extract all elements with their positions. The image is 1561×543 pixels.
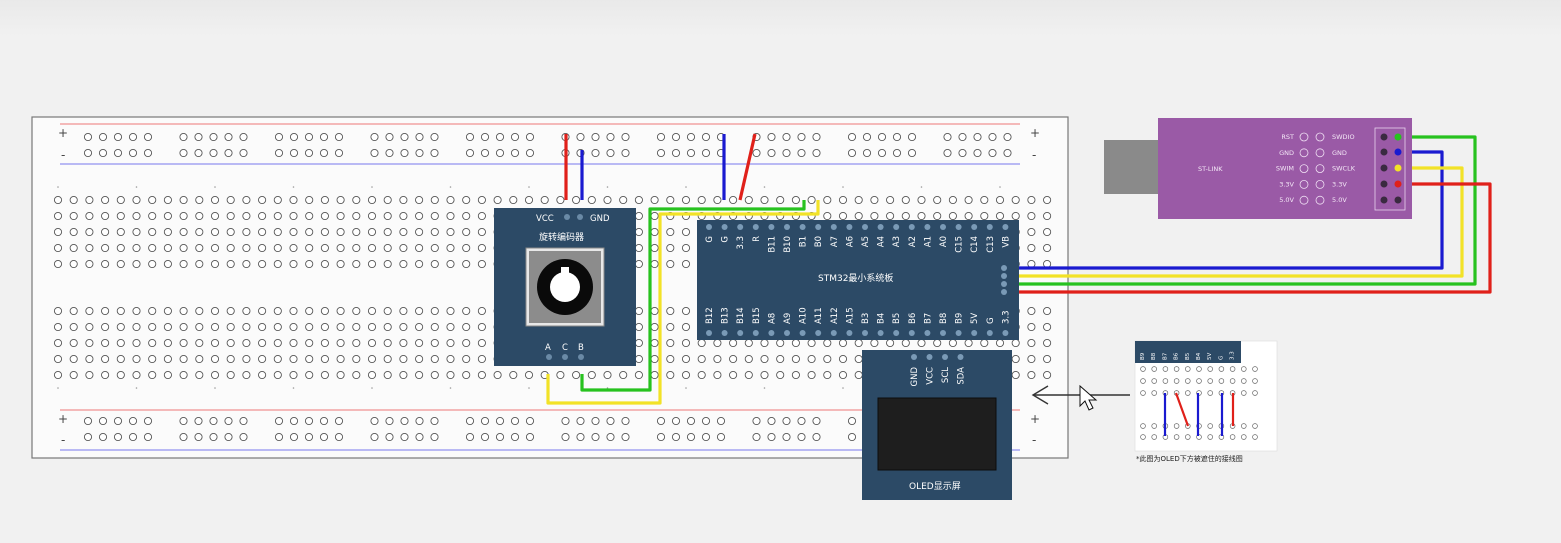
wire-green-encoder-b	[580, 200, 806, 392]
rail-plus-bl: +	[58, 412, 68, 426]
stm32-bottom-pin-10: B3	[861, 313, 871, 324]
inset-header-pin-1: B8	[1151, 352, 1157, 360]
rail-minus-tr: -	[1032, 148, 1036, 162]
inset-wiring-diagram: B9 B8 B7 B6 B5 B4 5V G 3.3 *此图为OLED下方被遮住的接线图	[1134, 340, 1278, 463]
stm32-top-pin-8: A7	[830, 236, 840, 247]
stm32-top-pin-2: 3.3	[736, 236, 746, 250]
usb-right-label-2: SWCLK	[1332, 165, 1356, 173]
stm32-top-pin-10: A5	[861, 236, 871, 247]
stm32-bottom-pin-5: A9	[783, 313, 793, 324]
wires	[546, 133, 1492, 405]
usb-left-label-1: GND	[1279, 149, 1294, 157]
oled-pin-1: VCC	[926, 367, 936, 385]
oled-module: GND VCC SCL SDA OLED显示屏	[862, 350, 1012, 500]
stm32-top-pin-17: C14	[970, 236, 980, 253]
stm32-bottom-pin-6: A10	[799, 307, 809, 324]
inset-caption: *此图为OLED下方被遮住的接线图	[1136, 454, 1243, 463]
encoder-vcc-label: VCC	[536, 214, 554, 224]
rotary-encoder-module: VCC GND 旋转编码器 A C B	[494, 208, 636, 366]
encoder-pin-c: C	[562, 343, 568, 353]
mouse-cursor-icon	[1079, 384, 1098, 411]
stm32-bottom-pin-13: B6	[908, 313, 918, 324]
wire-red-stm-33	[738, 133, 757, 201]
stm32-top-pin-15: A0	[939, 236, 949, 247]
stm32-top-pin-7: B0	[814, 236, 824, 247]
inset-header-pin-7: G	[1218, 356, 1224, 360]
stm32-top-pin-5: B10	[783, 236, 793, 253]
stlink-dongle: ST-LINK RST GND SWIM 3.3V 5.0V SWDIO GND SWCLK 3…	[1104, 118, 1412, 219]
rail-plus-br: +	[1030, 412, 1040, 426]
oled-pin-0: GND	[910, 367, 920, 387]
inset-header-pin-4: B5	[1185, 352, 1191, 360]
top-bar	[0, 0, 1561, 36]
stm32-bottom-pin-2: B14	[736, 307, 746, 324]
wire-yellow-swclk	[1012, 166, 1464, 278]
usb-left-label-4: 5.0V	[1279, 196, 1294, 204]
inset-header-pin-0: B9	[1140, 352, 1146, 360]
usb-left-label-3: 3.3V	[1279, 180, 1294, 188]
stm32-top-pin-6: B1	[799, 236, 809, 247]
stm32-top-pin-11: A4	[877, 236, 887, 247]
stlink-chip-label: ST-LINK	[1198, 165, 1223, 173]
stm32-top-pin-16: C15	[955, 236, 965, 253]
wire-red-33	[1012, 182, 1492, 294]
stm32-bottom-pin-9: A15	[845, 307, 855, 324]
usb-right-label-3: 3.3V	[1332, 180, 1347, 188]
stm32-bottom-pin-8: A12	[830, 307, 840, 324]
stm32-bottom-pin-4: A8	[767, 313, 777, 324]
usb-right-label-1: GND	[1332, 149, 1347, 157]
usb-left-label-2: SWIM	[1276, 165, 1294, 173]
inset-header-pin-8: 3.3	[1230, 351, 1236, 360]
inset-header-pin-2: B7	[1162, 352, 1168, 360]
encoder-gnd-label: GND	[590, 214, 610, 224]
stm32-bottom-pin-7: A11	[814, 307, 824, 324]
stm32-bottom-pin-1: B13	[721, 307, 731, 324]
usb-right-label-4: 5.0V	[1332, 196, 1347, 204]
wire-green-gnd	[1012, 135, 1477, 286]
inset-header-pin-3: B6	[1174, 352, 1180, 360]
wire-yellow-encoder-a	[546, 200, 820, 405]
stm32-title: STM32最小系统板	[818, 272, 893, 284]
encoder-title: 旋转编码器	[539, 231, 584, 243]
stm32-bottom-pin-15: B8	[939, 313, 949, 324]
oled-pin-3: SDA	[957, 367, 967, 385]
usb-right-label-0: SWDIO	[1332, 133, 1355, 141]
stm32-top-pin-0: G	[705, 236, 715, 243]
stm32-bottom-pin-14: B7	[923, 313, 933, 324]
stm32-bottom-pin-3: B15	[752, 307, 762, 324]
stm32-bottom-pin-17: 5V	[970, 313, 980, 324]
stm32-bottom-pin-16: B9	[955, 313, 965, 324]
stm32-top-pin-12: A3	[892, 236, 902, 247]
stm32-top-pin-1: G	[721, 236, 731, 243]
rail-minus-bl: -	[61, 433, 65, 447]
inset-header-pin-5: B4	[1196, 352, 1202, 360]
stm32-bottom-pin-11: B4	[877, 313, 887, 324]
oled-pin-2: SCL	[941, 367, 951, 383]
rail-plus-tr: +	[1030, 126, 1040, 140]
wire-blue-swdio	[1012, 150, 1444, 270]
stm32-top-pin-14: A1	[923, 236, 933, 247]
usb-left-label-0: RST	[1281, 133, 1294, 141]
stm32-top-pin-3: R	[752, 236, 762, 242]
encoder-pin-a: A	[545, 343, 551, 353]
stm32-top-pin-13: A2	[908, 236, 918, 247]
stm32-bottom-pin-19: 3.3	[1001, 310, 1011, 324]
usb-connector	[1104, 140, 1160, 194]
rail-minus-tl: -	[61, 148, 65, 162]
stm32-top-pin-9: A6	[845, 236, 855, 247]
oled-title: OLED显示屏	[909, 481, 961, 492]
stm32-bottom-pin-12: B5	[892, 313, 902, 324]
stm32-top-pin-4: B11	[767, 236, 777, 253]
oled-screen	[877, 397, 997, 471]
rail-minus-br: -	[1032, 433, 1036, 447]
stm32-top-pin-18: C13	[986, 236, 996, 253]
encoder-pin-b: B	[578, 343, 584, 353]
stm32-bottom-pin-0: B12	[705, 307, 715, 324]
inset-header-pin-6: 5V	[1207, 353, 1213, 360]
stm32-bottom-pin-18: G	[986, 317, 996, 324]
rail-plus-tl: +	[58, 126, 68, 140]
stm32-top-pin-19: VB	[1001, 236, 1011, 248]
